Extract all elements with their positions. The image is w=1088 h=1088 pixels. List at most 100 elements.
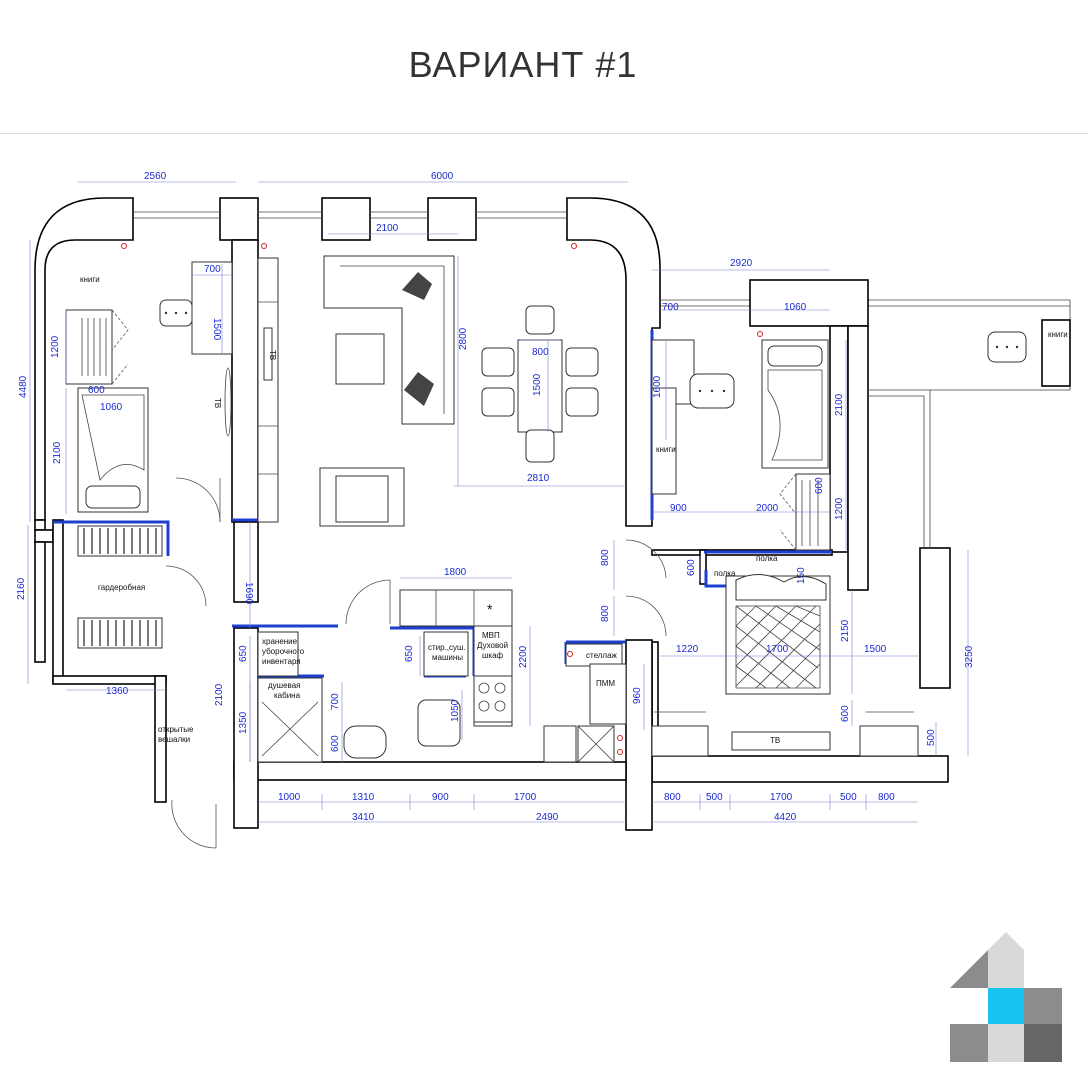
dim-r800b: 800: [878, 792, 895, 803]
chair-2: [689, 373, 735, 409]
desk-1: [191, 261, 233, 355]
closet-hangers: [83, 528, 157, 646]
tv-stand: [731, 731, 831, 751]
upper-cabinets: [399, 589, 513, 627]
dim-r800a: 800: [664, 792, 681, 803]
label-tv-bed: ТВ: [770, 736, 780, 745]
balcony-cabinet: [1041, 319, 1071, 387]
walk-in-closet: [77, 525, 217, 849]
bed-2-pillow: [767, 345, 823, 367]
armchair-1: [335, 333, 385, 385]
label-storage-2: уборочного: [262, 647, 305, 656]
wardrobe-1-hangers: [81, 318, 107, 376]
label-shower-2: кабина: [274, 691, 301, 700]
label-shelf-a: полка: [756, 554, 778, 563]
dim-left-gard: 2160: [16, 577, 27, 600]
dim-gard-w: 1360: [106, 686, 129, 697]
dim-bath-600: 600: [330, 735, 341, 752]
toilet: [417, 699, 461, 747]
dim-bed2-1060: 1060: [784, 302, 807, 313]
dim-r500a: 500: [706, 792, 723, 803]
bed-master-pillows: [735, 574, 827, 601]
door-closet: [165, 565, 207, 607]
dim-window: 2100: [376, 223, 399, 234]
dim-bed2-1200: 1200: [834, 497, 845, 520]
label-tv-left: ТВ: [213, 398, 222, 408]
dim-wardrobe-600: 600: [88, 385, 105, 396]
wall-bed2-right-b: [847, 325, 869, 591]
dim-b2490: 2490: [536, 812, 559, 823]
label-storage-3: инвентаря: [262, 657, 301, 666]
door-bed2: [625, 539, 667, 579]
dim-bed2-2100: 2100: [834, 393, 845, 416]
dim-table-1500: 1500: [532, 373, 543, 396]
door-entrance: [171, 799, 217, 849]
tv-cabinet: [257, 257, 279, 523]
dim-k650a: 650: [238, 645, 249, 662]
dim-bed-w: 1060: [100, 402, 123, 413]
kitchen-bath: [257, 579, 627, 763]
dim-top-left: 2560: [144, 171, 167, 182]
dim-wardrobe-h: 1200: [50, 335, 61, 358]
dim-d800b: 800: [600, 605, 611, 622]
label-washer-2: машины: [432, 653, 463, 662]
dim-liv-2800: 2800: [458, 327, 469, 350]
room-labels: книги книги книги ТВ ТВ ТВ гардеробная х…: [80, 275, 1068, 745]
label-hangers-2: вешалки: [158, 735, 190, 744]
dim-table-800: 800: [532, 347, 549, 358]
label-books-right: книги: [1048, 330, 1068, 339]
dining-chairs: [481, 305, 599, 463]
tv-1: [224, 367, 232, 437]
dim-bed2-top: 2920: [730, 258, 753, 269]
dim-mb-500: 500: [926, 729, 937, 746]
dim-bath-1350: 1350: [238, 711, 249, 734]
wardrobe-1: [65, 309, 113, 385]
wall-pillar-a: [219, 197, 259, 241]
bed-1-cover: [81, 394, 145, 481]
dim-mb-600: 600: [840, 705, 851, 722]
dresser-left: [651, 725, 709, 757]
label-washer-1: стир.,суш.: [428, 643, 466, 652]
dim-liv-2810: 2810: [527, 473, 550, 484]
dresser-right: [859, 725, 919, 757]
door-bath: [345, 579, 391, 625]
dim-r1700: 1700: [770, 792, 793, 803]
shower: [257, 677, 323, 763]
storage-closet: [257, 631, 299, 677]
windows: [133, 211, 1070, 307]
label-books-left: книги: [80, 275, 100, 284]
dim-d600: 600: [686, 559, 697, 576]
page-title: ВАРИАНТ #1: [408, 44, 638, 85]
wall-right-pillar: [919, 547, 951, 689]
bed-2-cover: [767, 369, 823, 461]
dim-r500b: 500: [840, 792, 857, 803]
dim-bed2-600: 600: [814, 477, 825, 494]
door-bed1: [175, 477, 221, 523]
boiler: [543, 725, 577, 763]
cushion-2: [404, 372, 434, 406]
label-oven-3: шкаф: [482, 651, 504, 660]
label-hangers-1: открытые: [158, 725, 194, 734]
dim-d800a: 800: [600, 549, 611, 566]
dim-mb-1700: 1700: [766, 644, 789, 655]
dim-left-bed: 2100: [52, 441, 63, 464]
chair-balcony: [987, 331, 1027, 363]
label-wardrobe: гардеробная: [98, 583, 145, 592]
label-shower-1: душевая: [268, 681, 300, 690]
bookshelf-2: [651, 387, 677, 495]
dim-mb-150: 150: [796, 567, 807, 584]
dim-left-total: 4480: [18, 375, 29, 398]
sink: [343, 725, 387, 759]
bedroom-1: [65, 261, 233, 523]
label-oven-1: МВП: [482, 631, 500, 640]
dim-r4420: 4420: [774, 812, 797, 823]
dim-mb-2150: 2150: [840, 619, 851, 642]
hob: [473, 675, 513, 723]
label-star: *: [487, 601, 493, 617]
dim-bath-2100: 2100: [214, 683, 225, 706]
label-oven-2: Духовой: [477, 641, 508, 650]
label-shelf-b: полка: [714, 569, 736, 578]
dim-bed2-1600: 1600: [652, 375, 663, 398]
wall-left-lower: [34, 541, 46, 663]
